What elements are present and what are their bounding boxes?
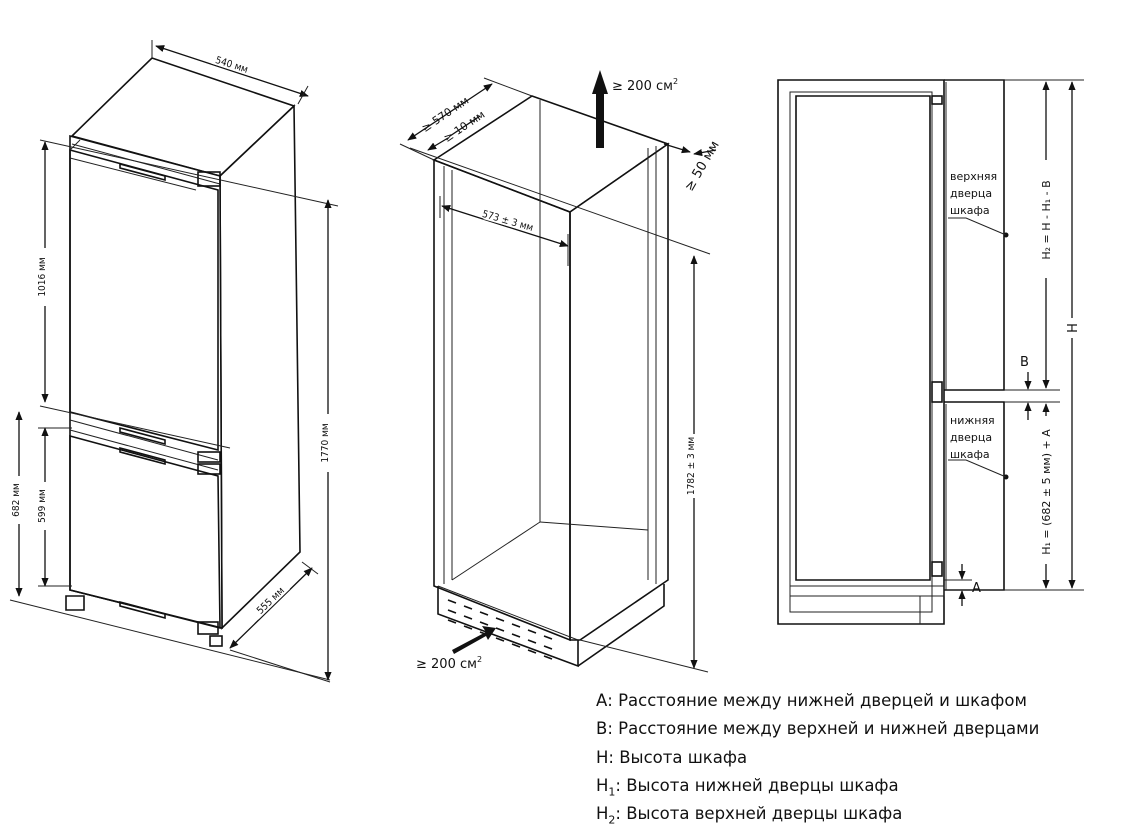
inner-height-label: 1782 ± 3 мм xyxy=(686,437,697,495)
section-drawing: верхняя дверца шкафа нижняя дверца шкафа xyxy=(777,79,1009,625)
fridge-drawing xyxy=(65,57,301,647)
legend: A: Расстояние между нижней дверцей и шка… xyxy=(596,690,1039,831)
legend-item-b: B: Расстояние между верхней и нижней две… xyxy=(596,719,1040,739)
b-label: B xyxy=(1020,355,1029,370)
vent-top-label: ≥ 200 см2 xyxy=(612,77,678,94)
vent-bottom-label: ≥ 200 см2 xyxy=(416,655,482,672)
lower-outer-label: 682 мм xyxy=(11,483,22,517)
upper-door-label-3: шкафа xyxy=(950,204,990,217)
legend-item-a: A: Расстояние между нижней дверцей и шка… xyxy=(596,691,1027,710)
a-label: A xyxy=(972,581,981,596)
cabinet-dimensions: ≥ 200 см2 ≥ 570 мм ≥ 10 мм ≥ 50 мм 573 ±… xyxy=(399,70,723,673)
lower-door-label-2: дверца xyxy=(950,431,992,444)
upper-door-label-1: верхняя xyxy=(950,170,997,183)
h1-formula: H₁ = (682 ± 5 мм) + A xyxy=(1040,429,1053,555)
total-height-label: 1770 мм xyxy=(320,423,331,462)
cabinet-drawing xyxy=(432,95,670,668)
inner-width-label: 573 ± 3 мм xyxy=(481,209,535,234)
section-dimensions: H H₂ = H - H₁ - B H₁ = (682 ± 5 мм) + A … xyxy=(944,79,1084,606)
lower-door-label-3: шкафа xyxy=(950,448,990,461)
h-label: H xyxy=(1066,323,1081,333)
legend-item-h2: H2: Высота верхней дверцы шкафа xyxy=(596,804,903,827)
fridge-dimensions: 540 мм 1016 мм 682 мм 599 мм 1770 мм 555… xyxy=(9,40,339,683)
lower-door-label-1: нижняя xyxy=(950,414,995,427)
top-door-label: 1016 мм xyxy=(37,257,48,296)
legend-item-h1: H1: Высота нижней дверцы шкафа xyxy=(596,775,899,799)
h2-formula: H₂ = H - H₁ - B xyxy=(1040,180,1053,259)
upper-door-label-2: дверца xyxy=(950,187,992,200)
lower-door-label: 599 мм xyxy=(37,489,48,523)
legend-item-h: H: Высота шкафа xyxy=(596,747,748,767)
clearance-label: ≥ 50 мм xyxy=(682,139,723,194)
